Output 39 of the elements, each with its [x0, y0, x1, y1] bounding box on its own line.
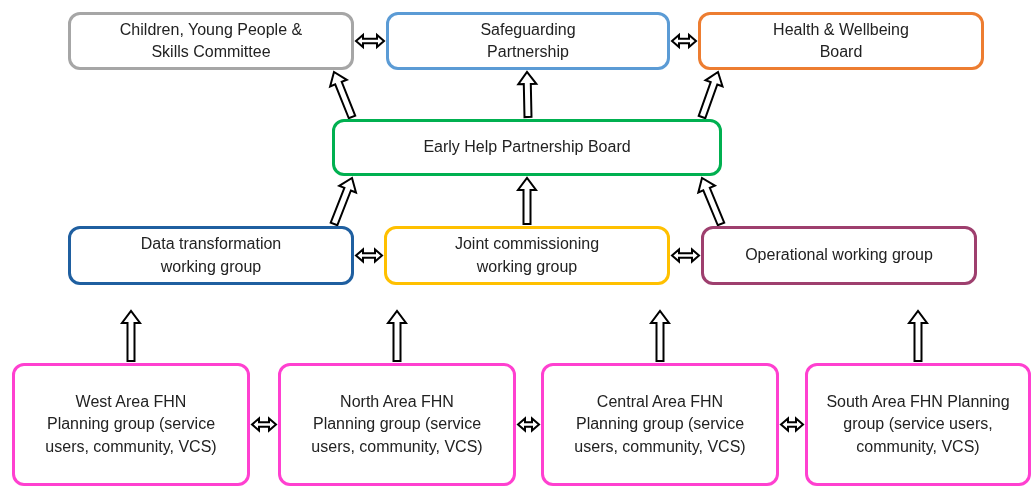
double-arrow: [329, 176, 358, 227]
box-label: West Area FHN Planning group (service users, community, VCS): [45, 391, 217, 457]
rounded-box: [332, 119, 722, 176]
rounded-box: [278, 363, 516, 486]
rounded-box: [701, 226, 977, 285]
double-arrow: [779, 416, 805, 433]
box-label: Operational working group: [745, 245, 933, 266]
double-arrow: [328, 70, 357, 120]
double-arrow: [120, 309, 142, 362]
double-arrow: [670, 247, 701, 264]
rounded-box: [68, 12, 354, 70]
double-arrow: [354, 247, 384, 264]
double-arrow: [354, 32, 386, 50]
double-arrow: [907, 309, 929, 362]
rounded-box: [386, 12, 670, 70]
box-label: Joint commissioning working group: [453, 234, 601, 277]
rounded-box: [541, 363, 779, 486]
double-arrow: [516, 416, 541, 433]
double-arrow: [649, 309, 671, 362]
double-arrow: [697, 70, 725, 120]
rounded-box: [384, 226, 670, 285]
box-label: Health & Wellbeing Board: [772, 19, 910, 62]
box-label: Early Help Partnership Board: [423, 137, 631, 158]
box-label: Children, Young People & Skills Committee: [118, 19, 304, 62]
box-label: Central Area FHN Planning group (service users, community, VCS): [573, 391, 747, 457]
double-arrow: [386, 309, 408, 362]
box-label: Data transformation working group: [139, 234, 283, 277]
rounded-box: [805, 363, 1031, 486]
rounded-box: [68, 226, 354, 285]
rounded-box: [698, 12, 984, 70]
double-arrow: [516, 176, 538, 225]
double-arrow: [696, 176, 726, 227]
double-arrow: [670, 32, 698, 50]
double-arrow: [516, 70, 539, 119]
box-label: North Area FHN Planning group (service users, community, VCS): [311, 391, 483, 457]
rounded-box: [12, 363, 250, 486]
box-label: South Area FHN Planning group (service users, community, VCS): [825, 391, 1011, 457]
box-label: Safeguarding Partnership: [479, 19, 577, 62]
double-arrow: [250, 416, 278, 433]
